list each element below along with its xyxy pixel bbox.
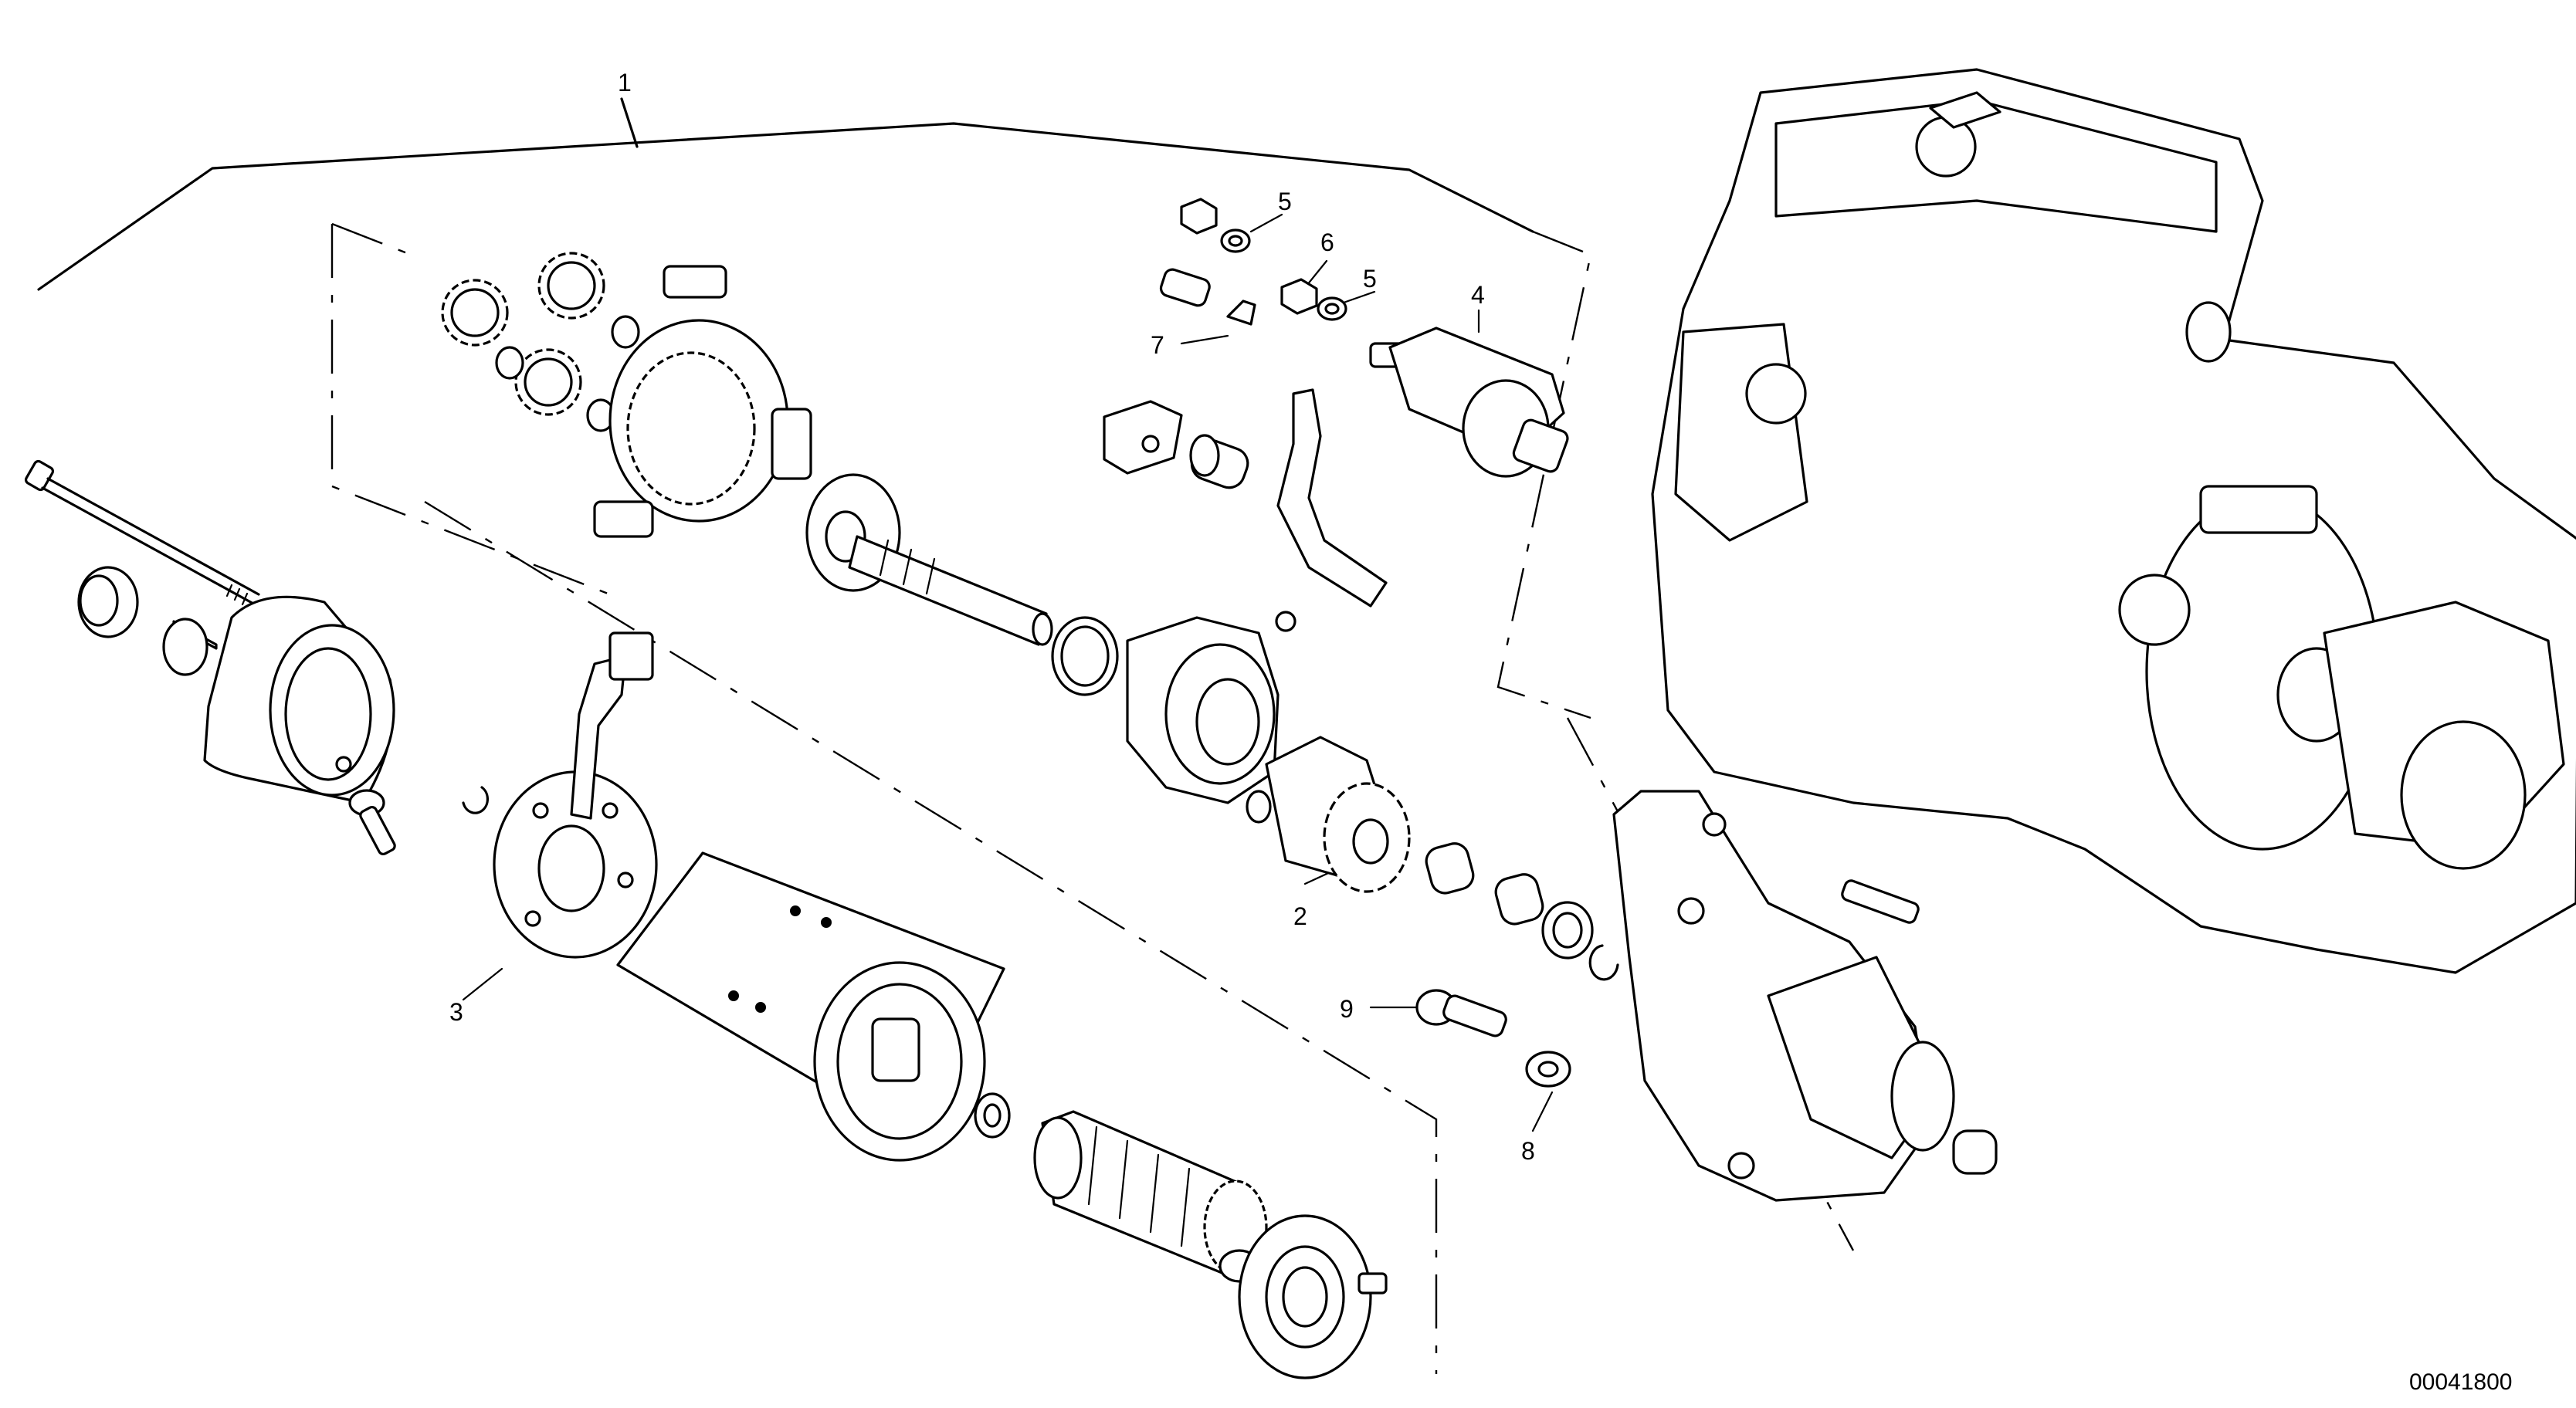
- bolt-9: [1415, 989, 1507, 1037]
- callout-2: 2: [1293, 902, 1307, 930]
- callout-5-upper: 5: [1278, 188, 1292, 215]
- bushing-left: [77, 566, 139, 638]
- assembly-bracket: [37, 97, 1534, 291]
- small-fasteners: [1159, 198, 1347, 326]
- callout-4: 4: [1471, 281, 1485, 309]
- engine-assembly: [1651, 68, 2576, 974]
- planet-gears: [441, 252, 640, 432]
- callout-6: 6: [1320, 228, 1334, 256]
- solenoid: [1369, 327, 1569, 478]
- callout-8: 8: [1521, 1137, 1535, 1165]
- callout-5-lower: 5: [1363, 265, 1377, 293]
- callout-3: 3: [449, 998, 463, 1026]
- callout-1: 1: [618, 69, 632, 96]
- brush-holder-plate: [462, 631, 658, 959]
- small-screw: [348, 789, 396, 856]
- drive-end-bushing: [1952, 1129, 1998, 1175]
- group-outline-upper: [330, 222, 1592, 719]
- lever-bracket-parts: [1103, 388, 1388, 632]
- bearing-cover: [1238, 1214, 1388, 1379]
- middle-bushings: [1425, 842, 1619, 981]
- pinion-clutch: [1246, 736, 1411, 893]
- drive-end-housing: [1612, 790, 1955, 1202]
- intermediate-housing: [1126, 616, 1280, 804]
- washer-8: [1525, 1051, 1571, 1088]
- stud-bolt: [1841, 879, 1920, 924]
- end-housing: [203, 595, 395, 804]
- field-frame: [616, 851, 1005, 1162]
- ring-gear: [593, 265, 812, 538]
- planet-carrier-shaft: [805, 473, 1053, 646]
- through-bolt: [24, 459, 260, 606]
- callout-7: 7: [1151, 331, 1164, 359]
- o-ring: [1051, 616, 1119, 696]
- sleeve-left: [162, 618, 218, 676]
- leader-lines: [462, 213, 1554, 1132]
- callout-labels: 1 2 3 4 5 5 6 7 8 9: [449, 69, 1535, 1165]
- drawing-code: 00041800: [2409, 1369, 2512, 1395]
- armature: [974, 1092, 1268, 1283]
- callout-9: 9: [1340, 995, 1354, 1023]
